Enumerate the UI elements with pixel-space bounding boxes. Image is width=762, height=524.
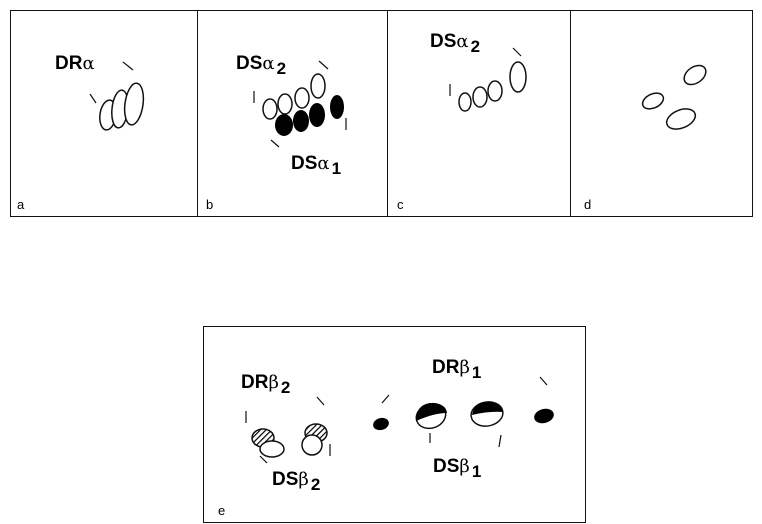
panel-a: DRα a (10, 10, 198, 217)
panel-label-e: e (218, 503, 226, 518)
panel-label-c: c (397, 197, 404, 212)
panel-d-spots (641, 64, 707, 130)
label-prefix: DS (430, 31, 457, 52)
label-prefix: DS (272, 469, 299, 490)
label-symbol: α (262, 53, 275, 74)
spot-filled (293, 110, 309, 132)
label-prefix: DR (432, 357, 460, 378)
spot (665, 108, 697, 130)
arrow-marker (498, 434, 502, 448)
spot (310, 73, 326, 99)
spot-filled (373, 417, 389, 431)
panel-label-a: a (17, 197, 25, 212)
spot (262, 98, 278, 120)
label-subscript: 2 (276, 59, 287, 78)
arrow-marker (316, 396, 325, 406)
label-symbol: β (298, 469, 309, 490)
label-prefix: DR (241, 372, 269, 393)
arrow-marker (122, 61, 134, 71)
label-subscript: 2 (310, 475, 321, 494)
spot (458, 92, 472, 112)
panel-b-spots (253, 60, 347, 148)
spot (487, 80, 503, 102)
label-subscript: 1 (471, 363, 482, 382)
panel-d: d (570, 10, 753, 217)
spot (294, 87, 310, 109)
spot (472, 86, 488, 108)
spot (123, 82, 145, 126)
label-symbol: α (456, 31, 469, 52)
spot-filled (534, 408, 554, 424)
arrow-marker (270, 139, 280, 148)
panel-e-spots (245, 376, 554, 464)
panel-c-spots (449, 47, 527, 112)
spot-fill (472, 402, 503, 415)
label-subscript: 1 (331, 159, 342, 178)
label-symbol: β (459, 357, 470, 378)
label-subscript: 2 (470, 37, 481, 56)
label-symbol: β (268, 372, 279, 393)
panel-label-b: b (206, 197, 214, 212)
arrow-marker (259, 455, 268, 464)
arrow-marker (539, 376, 548, 386)
spot (509, 61, 527, 93)
spot (641, 92, 665, 110)
label-prefix: DS (433, 456, 460, 477)
panel-label-d: d (584, 197, 592, 212)
arrow-marker (318, 60, 329, 70)
spot-filled (275, 114, 293, 136)
spot (683, 64, 707, 86)
label-subscript: 1 (471, 462, 482, 481)
label-symbol: α (317, 153, 330, 174)
label-symbol: α (82, 53, 95, 74)
spot-fill (416, 403, 447, 421)
spot (277, 93, 293, 115)
spot (259, 440, 285, 458)
spot-filled (309, 103, 325, 127)
arrow-marker (89, 93, 97, 104)
label-prefix: DS (291, 153, 318, 174)
panel-a-spots (89, 61, 145, 131)
label-prefix: DR (55, 53, 83, 74)
label-symbol: β (459, 456, 470, 477)
label-dr-alpha: DRα (55, 54, 95, 73)
spot-filled (330, 95, 344, 119)
spot (301, 434, 323, 456)
arrow-marker (381, 394, 390, 404)
arrow-marker (512, 47, 522, 57)
label-prefix: DS (236, 53, 263, 74)
label-subscript: 2 (280, 378, 291, 397)
